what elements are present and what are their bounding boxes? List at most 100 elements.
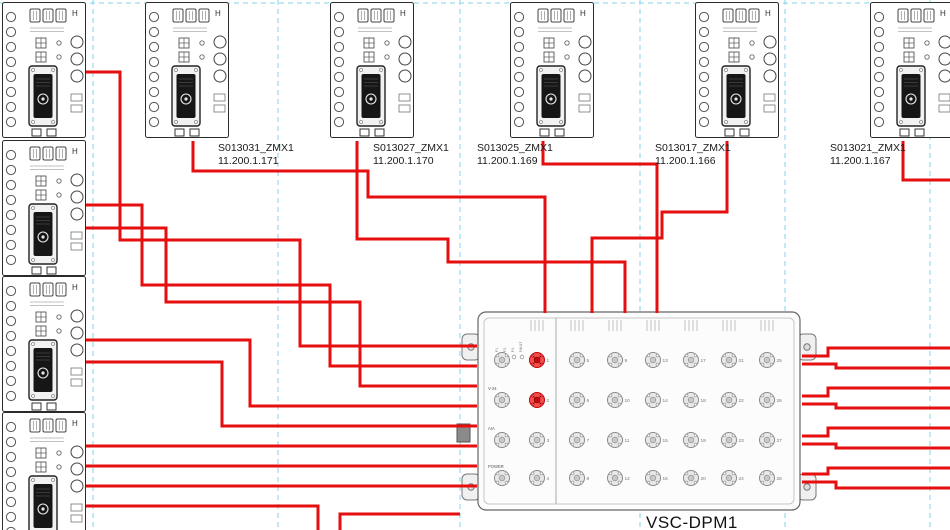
device-port bbox=[698, 86, 710, 98]
bolt-icon bbox=[655, 362, 660, 367]
screw-icon bbox=[31, 478, 35, 482]
screw-icon bbox=[899, 68, 903, 72]
device-port bbox=[5, 149, 17, 161]
port-number: 12 bbox=[625, 476, 631, 482]
device-port bbox=[513, 101, 525, 113]
screw-icon bbox=[31, 394, 35, 398]
handle-label: H bbox=[72, 419, 78, 428]
cable-right-3[interactable] bbox=[802, 386, 950, 398]
cable-right-5[interactable] bbox=[802, 426, 950, 438]
aux-label: V-24 bbox=[488, 386, 497, 391]
led-icon bbox=[199, 40, 205, 46]
xlr-pin bbox=[649, 396, 657, 404]
amplifier-device[interactable]: H bbox=[2, 140, 86, 276]
dip-connector bbox=[42, 146, 54, 161]
cable-bottom-1[interactable] bbox=[86, 504, 320, 530]
dip-connector bbox=[55, 8, 67, 23]
dip-connector bbox=[910, 8, 922, 23]
bolt-icon bbox=[530, 442, 535, 447]
device-foot bbox=[31, 128, 42, 137]
device-label[interactable]: S013031_ZMX1 11.200.1.171 bbox=[218, 142, 294, 167]
port-number: 15 bbox=[663, 438, 669, 444]
device-label[interactable]: S013021_ZMX1 11.200.1.167 bbox=[830, 142, 906, 167]
bolt-icon bbox=[693, 402, 698, 407]
device-port bbox=[333, 56, 345, 68]
amplifier-device[interactable]: H bbox=[2, 276, 86, 412]
amplifier-device[interactable]: H bbox=[145, 2, 229, 138]
cable-top-4[interactable] bbox=[590, 141, 729, 313]
amplifier-device[interactable]: H bbox=[2, 2, 86, 138]
bolt-icon bbox=[495, 362, 500, 367]
bolt-icon bbox=[504, 353, 509, 358]
device-port bbox=[698, 56, 710, 68]
bolt-icon bbox=[608, 393, 613, 398]
dip-connector bbox=[42, 282, 54, 297]
amplifier-device[interactable]: H bbox=[2, 412, 86, 530]
device-label[interactable]: S013017_ZMX1 11.200.1.166 bbox=[655, 142, 731, 167]
label-plate bbox=[213, 104, 226, 113]
amplifier-device[interactable]: H bbox=[870, 2, 950, 138]
bolt-icon bbox=[693, 353, 698, 358]
amplifier-device[interactable]: H bbox=[695, 2, 779, 138]
device-port bbox=[698, 26, 710, 38]
xlr-pin bbox=[498, 474, 506, 482]
cable-left-1[interactable] bbox=[86, 70, 477, 348]
bolt-icon bbox=[495, 433, 500, 438]
amplifier-device[interactable]: H bbox=[510, 2, 594, 138]
device-foot bbox=[739, 128, 750, 137]
bolt-icon bbox=[769, 393, 774, 398]
device-port bbox=[5, 209, 17, 221]
handle-label: H bbox=[215, 9, 221, 18]
bolt-icon bbox=[608, 442, 613, 447]
device-port bbox=[578, 52, 592, 66]
device-port bbox=[5, 194, 17, 206]
cable-left-5[interactable] bbox=[86, 360, 477, 428]
label-plate bbox=[578, 104, 591, 113]
device-label[interactable]: S013025_ZMX1 11.200.1.169 bbox=[477, 142, 553, 167]
cable-right-6[interactable] bbox=[802, 442, 950, 450]
cable-right-1[interactable] bbox=[802, 346, 950, 358]
cable-top-5[interactable] bbox=[901, 141, 950, 182]
device-port bbox=[70, 173, 84, 187]
device-port bbox=[333, 86, 345, 98]
cable-right-2[interactable] bbox=[802, 362, 950, 370]
cable-top-1[interactable] bbox=[191, 141, 547, 313]
led-icon bbox=[56, 328, 62, 334]
bolt-icon bbox=[495, 393, 500, 398]
cable-right-8[interactable] bbox=[802, 480, 950, 490]
device-port bbox=[938, 52, 950, 66]
cable-left-2[interactable] bbox=[86, 203, 477, 368]
panel-title[interactable]: VSC-DPM1 bbox=[646, 513, 738, 530]
amplifier-device[interactable]: H bbox=[330, 2, 414, 138]
device-port bbox=[333, 116, 345, 128]
screw-icon bbox=[919, 68, 923, 72]
device-port bbox=[5, 481, 17, 493]
device-port bbox=[333, 101, 345, 113]
screw-icon bbox=[194, 68, 198, 72]
cable-right-4[interactable] bbox=[802, 402, 950, 410]
cable-bottom-2[interactable] bbox=[338, 512, 460, 530]
cable-left-4[interactable] bbox=[86, 338, 477, 408]
label-plate bbox=[213, 93, 226, 102]
device-label[interactable]: S013027_ZMX1 11.200.1.170 bbox=[373, 142, 449, 167]
cable-top-2[interactable] bbox=[355, 141, 627, 313]
bolt-icon bbox=[570, 402, 575, 407]
xlr-pin bbox=[573, 474, 581, 482]
label-plate bbox=[70, 367, 83, 376]
dip-connector bbox=[537, 8, 549, 23]
cable-left-3[interactable] bbox=[86, 226, 477, 388]
bolt-icon bbox=[693, 471, 698, 476]
screw-icon bbox=[919, 120, 923, 124]
brand-logo-icon bbox=[545, 93, 557, 105]
device-port bbox=[873, 101, 885, 113]
bolt-icon bbox=[731, 362, 736, 367]
device-port bbox=[5, 390, 17, 402]
device-port bbox=[513, 86, 525, 98]
bolt-icon bbox=[504, 393, 509, 398]
cable-right-7[interactable] bbox=[802, 466, 950, 476]
brand-logo-dot bbox=[41, 97, 45, 101]
bolt-icon bbox=[769, 402, 774, 407]
bolt-icon bbox=[570, 393, 575, 398]
